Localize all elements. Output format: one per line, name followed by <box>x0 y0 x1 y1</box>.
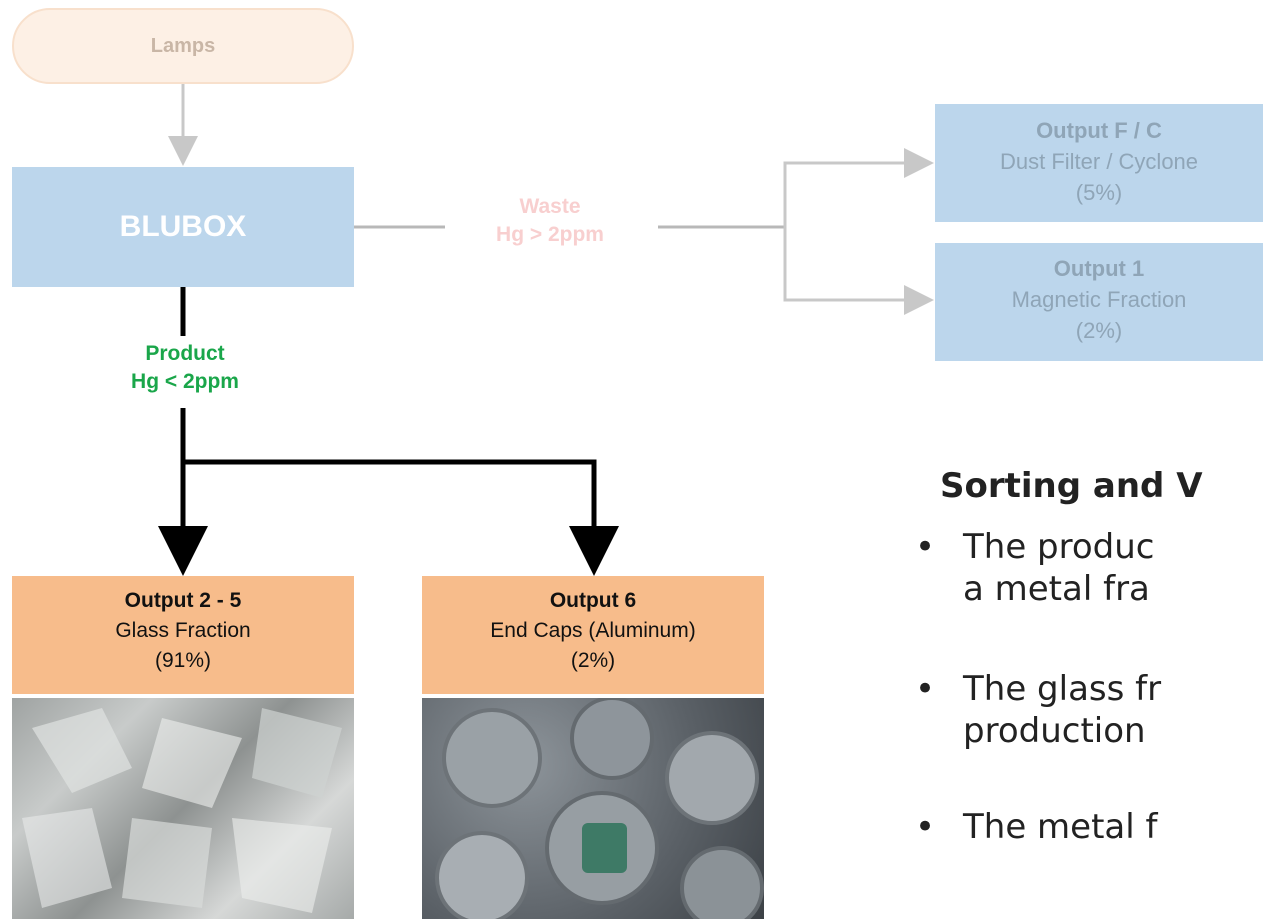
product-branch-right-arrow <box>183 459 619 576</box>
output-2-5-pct: (91%) <box>154 649 212 672</box>
output-1-box: Output 1 Magnetic Fraction (2%) <box>935 243 1263 361</box>
waste-line2: Hg > 2ppm <box>496 223 604 246</box>
bullet-3-line1: The metal f <box>963 807 1158 847</box>
output-fc-title: Output F / C <box>1036 118 1162 143</box>
waste-branch-bottom-arrow <box>783 227 934 315</box>
output-2-5-box: Output 2 - 5 Glass Fraction (91%) <box>12 576 354 694</box>
output-2-5-title: Output 2 - 5 <box>124 589 242 612</box>
output-6-box: Output 6 End Caps (Aluminum) (2%) <box>422 576 764 694</box>
lamps-node: Lamps <box>12 8 354 84</box>
glass-fraction-photo <box>12 698 354 919</box>
waste-branch-top-arrow <box>783 148 934 227</box>
end-caps-photo <box>422 698 764 919</box>
product-line2: Hg < 2ppm <box>131 370 239 393</box>
output-6-title: Output 6 <box>549 589 637 612</box>
end-caps-illustration <box>435 698 764 919</box>
output-6-desc: End Caps (Aluminum) <box>490 619 696 642</box>
waste-label: Waste Hg > 2ppm <box>455 193 645 249</box>
bullet-2-line2: production <box>963 711 1146 751</box>
bullet-1-line2: a metal fra <box>963 569 1150 609</box>
output-1-pct: (2%) <box>1075 318 1123 343</box>
bullet-item-1: •The produc a metal fra <box>915 527 1155 609</box>
output-2-5-desc: Glass Fraction <box>115 619 251 642</box>
lamps-label: Lamps <box>150 34 216 57</box>
waste-line1: Waste <box>519 195 581 218</box>
glass-shards-illustration <box>22 708 342 913</box>
bullet-item-3: •The metal f <box>915 807 1158 847</box>
blubox-label: BLUBOX <box>119 210 247 243</box>
product-label: Product Hg < 2ppm <box>85 340 285 396</box>
blubox-node: BLUBOX <box>12 167 354 287</box>
section-heading: Sorting and V <box>940 466 1203 506</box>
output-fc-desc: Dust Filter / Cyclone <box>999 149 1199 174</box>
product-line1: Product <box>145 342 225 365</box>
output-1-title: Output 1 <box>1053 256 1145 281</box>
output-6-pct: (2%) <box>570 649 616 672</box>
bullet-item-2: •The glass fr production <box>915 669 1162 751</box>
output-1-desc: Magnetic Fraction <box>1011 287 1187 312</box>
output-fc-pct: (5%) <box>1075 180 1123 205</box>
bullet-2-line1: The glass fr <box>963 669 1162 709</box>
bullet-1-line1: The produc <box>963 527 1155 567</box>
output-fc-box: Output F / C Dust Filter / Cyclone (5%) <box>935 104 1263 222</box>
